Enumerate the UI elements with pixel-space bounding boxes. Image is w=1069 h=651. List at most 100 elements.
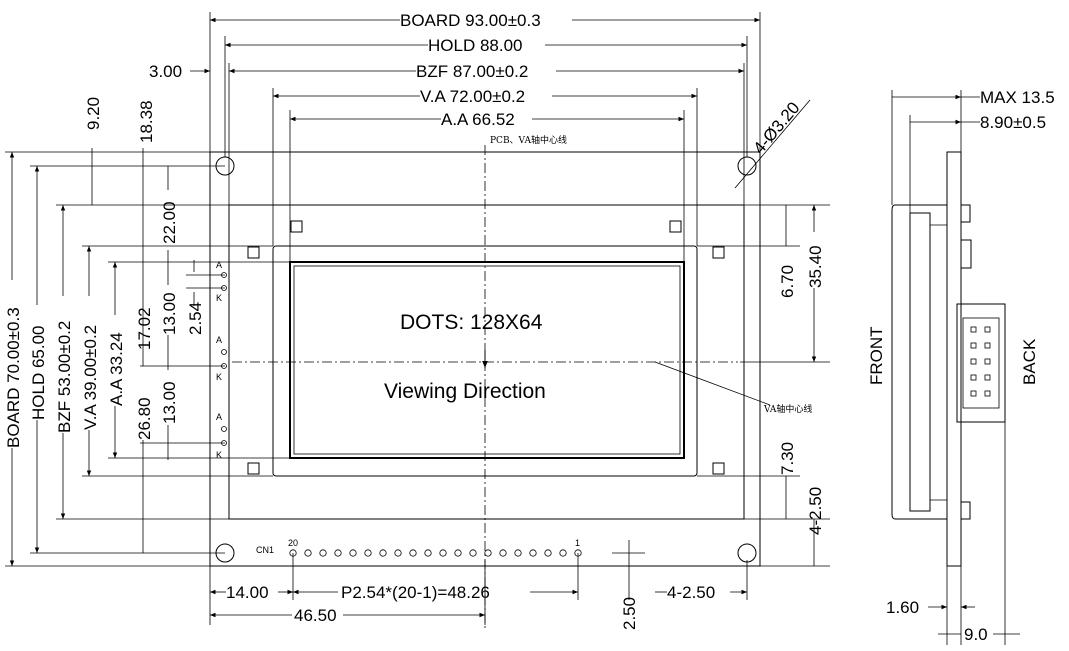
bezel-tab — [669, 220, 682, 233]
va-center-leader — [654, 361, 771, 406]
connector-pin — [499, 549, 507, 557]
dim-7-30: 7.30 — [778, 442, 797, 475]
led-anode-label: A — [216, 412, 222, 422]
side-component — [960, 239, 972, 269]
dim-18-38: 18.38 — [137, 100, 156, 143]
connector-pin — [364, 549, 372, 557]
dim-hold-width: HOLD 88.00 — [428, 36, 523, 55]
dim-hold-height: HOLD 65.00 — [29, 326, 48, 421]
led-pads: A K A K A K — [216, 260, 227, 460]
side-8-90: 8.90±0.5 — [980, 113, 1046, 132]
connector-pin — [349, 549, 357, 557]
dim-4-2-50-bottom: 4-2.50 — [667, 583, 715, 602]
connector-pins — [289, 549, 582, 557]
viewing-direction-label: Viewing Direction — [384, 380, 546, 403]
bottom-dimensions: 14.00 P2.54*(20-1)=48.26 46.50 2.50 4-2.… — [209, 540, 748, 630]
header-pin — [984, 326, 991, 333]
mounting-hole-bottom-right — [737, 543, 757, 563]
right-dimensions: 35.40 6.70 7.30 4-2.50 — [697, 204, 830, 567]
connector-pin — [484, 549, 492, 557]
header-pins — [970, 326, 991, 397]
bezel-tab — [247, 462, 260, 475]
connector-pin-last: 1 — [575, 538, 580, 548]
header-pin — [970, 342, 977, 349]
dim-va-height: V.A 39.00±0.2 — [81, 325, 100, 430]
dim-hole-diameter: 4-Ø3.20 — [750, 98, 804, 157]
connector-pin — [379, 549, 387, 557]
header-pin — [984, 342, 991, 349]
active-area — [289, 261, 685, 459]
dim-13-00-lower: 13.00 — [160, 381, 179, 424]
header-pin — [984, 374, 991, 381]
connector-pin — [424, 549, 432, 557]
connector-pin — [394, 549, 402, 557]
side-max-thickness: MAX 13.5 — [980, 88, 1055, 107]
top-dimensions: BOARD 93.00±0.3 HOLD 88.00 3.00 BZF 87.0… — [149, 11, 811, 262]
header-pin — [970, 326, 977, 333]
led-cathode-label: K — [216, 372, 222, 382]
connector-pin — [454, 549, 462, 557]
dim-board-height: BOARD 70.00±0.3 — [4, 307, 23, 448]
connector-pin — [514, 549, 522, 557]
led-pad — [221, 426, 227, 432]
pcb-va-center-note: PCB、VA轴中心线 — [490, 134, 567, 146]
bezel-tab — [712, 246, 725, 259]
side-9-0: 9.0 — [964, 625, 988, 644]
led-anode-label: A — [216, 260, 222, 270]
dim-bzf-offset: 3.00 — [149, 62, 182, 81]
va-center-note: VA轴中心线 — [763, 403, 812, 415]
connector-pin — [334, 549, 342, 557]
connector-pin — [439, 549, 447, 557]
dim-35-40: 35.40 — [806, 245, 825, 288]
header-pin — [984, 358, 991, 365]
connector-pin — [544, 549, 552, 557]
dim-9-20: 9.20 — [84, 97, 103, 130]
led-cathode-label: K — [216, 293, 222, 303]
dim-pin-pitch: P2.54*(20-1)=48.26 — [341, 583, 490, 602]
side-bracket-bottom — [960, 501, 971, 520]
side-back-label: BACK — [1020, 338, 1039, 385]
connector-pin — [559, 549, 567, 557]
dim-aa-width: A.A 66.52 — [441, 110, 515, 129]
left-dimensions: BOARD 70.00±0.3 HOLD 65.00 BZF 53.00±0.2… — [4, 97, 290, 567]
dim-2-50-bottom: 2.50 — [620, 597, 639, 630]
connector-pin — [319, 549, 327, 557]
connector-pin — [529, 549, 537, 557]
dim-22-00: 22.00 — [160, 201, 179, 244]
side-pcb — [946, 151, 962, 567]
side-connector-header — [956, 303, 1006, 423]
led-anode-label: A — [216, 335, 222, 345]
led-pad — [221, 349, 227, 355]
dim-bzf-height: BZF 53.00±0.2 — [55, 321, 74, 433]
dim-bzf-width: BZF 87.00±0.2 — [416, 62, 528, 81]
side-front-label: FRONT — [867, 326, 886, 385]
connector-pin — [469, 549, 477, 557]
header-pin — [984, 390, 991, 397]
bezel-tab — [247, 246, 260, 259]
dim-2-54: 2.54 — [186, 302, 205, 335]
dim-6-70: 6.70 — [778, 265, 797, 298]
dim-va-width: V.A 72.00±0.2 — [420, 87, 525, 106]
side-bezel — [891, 204, 947, 520]
active-area-inner — [293, 265, 681, 455]
side-bracket-top — [960, 204, 971, 223]
dim-board-width: BOARD 93.00±0.3 — [400, 11, 541, 30]
connector-label: CN1 — [256, 545, 274, 555]
dim-14-00: 14.00 — [226, 583, 269, 602]
header-pin — [970, 374, 977, 381]
side-view: FRONT BACK MAX 13.5 8.90±0.5 1.60 9.0 — [867, 88, 1055, 645]
bezel-tab — [290, 220, 303, 233]
dim-17-02: 17.02 — [135, 307, 154, 350]
dim-13-00-upper: 13.00 — [160, 292, 179, 335]
front-view: PCB、VA轴中心线 VA轴中心线 DOTS: 128X64 Viewing D… — [209, 134, 812, 630]
dots-label: DOTS: 128X64 — [400, 311, 543, 334]
side-glass — [909, 212, 931, 512]
bezel-tab — [712, 462, 725, 475]
side-1-60: 1.60 — [886, 598, 919, 617]
led-cathode-label: K — [216, 450, 222, 460]
dim-26-80: 26.80 — [135, 397, 154, 440]
dim-46-50: 46.50 — [294, 606, 337, 625]
header-pin — [970, 358, 977, 365]
dim-aa-height: A.A 33.24 — [107, 332, 126, 406]
